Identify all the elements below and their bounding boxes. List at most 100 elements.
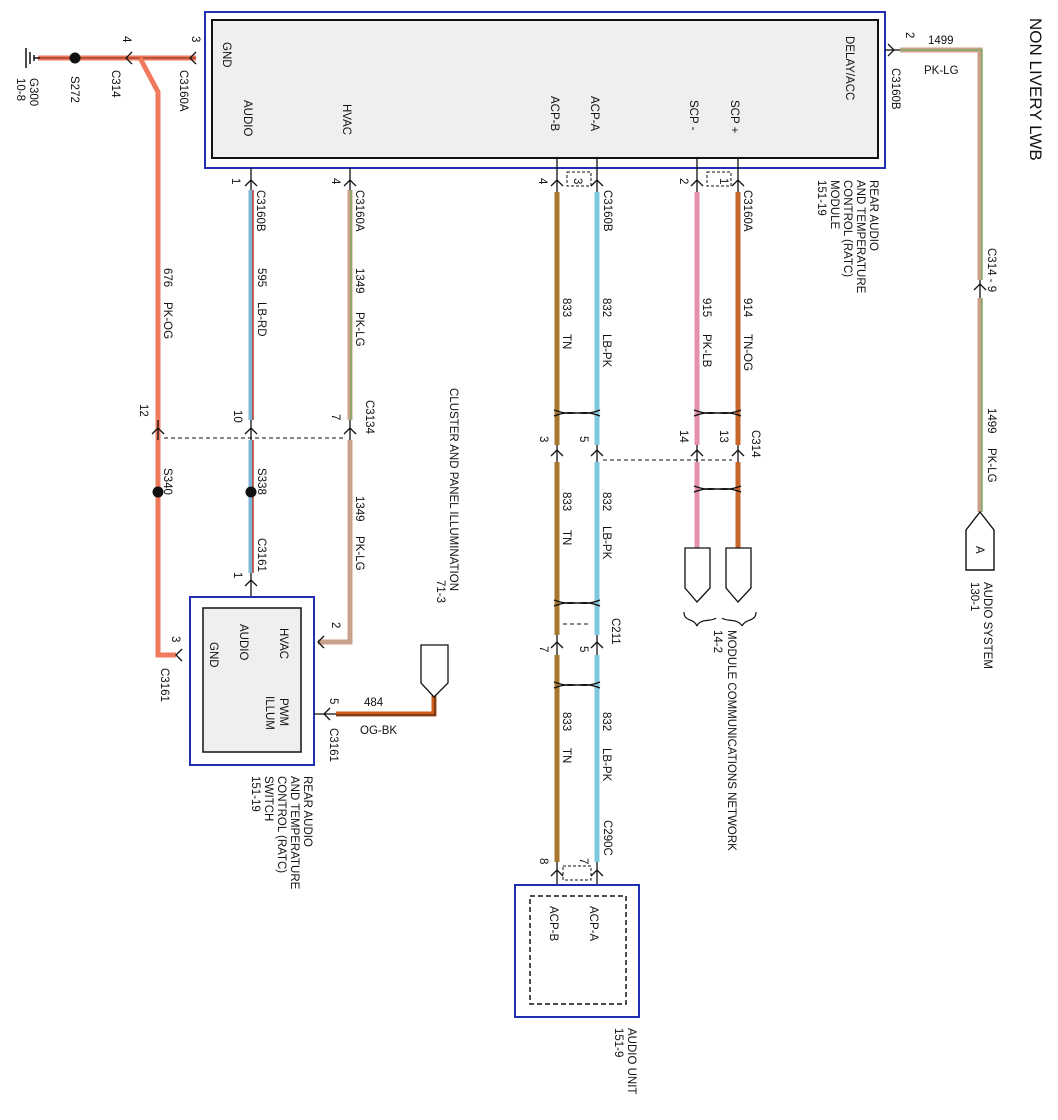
splice-s338: S338 [255,468,267,495]
audio-unit-title: AUDIO UNIT [625,1028,637,1094]
switch-pin-illum: ILLUM [263,696,275,730]
conn-pin-acp-b: 4 [536,178,548,185]
c290c-pin-8: 8 [537,858,549,864]
wire-1349-color: PK-LG [353,312,365,347]
audio-system-ref: 130-1 [968,582,980,611]
wire-832-color-mid: LB-PK [600,526,612,560]
audio-system-ref-icon [965,510,995,571]
wire-1499-color-top: PK-LG [924,65,959,77]
audio-system-letter: A [973,546,985,554]
audio-unit-ref: 151-9 [612,1028,624,1057]
switch-pin-gnd: GND [207,642,219,668]
c314-pin-14: 14 [677,430,689,443]
svg-text:REAR AUDIO: REAR AUDIO [301,776,313,847]
c314-arrows [550,445,745,462]
switch-pwm-pin-num: 5 [327,698,339,704]
wire-676-pk-og [137,56,176,658]
wire-484-circuit: 484 [364,697,384,709]
wire-915-color: PK-LB [700,334,712,368]
ground-connector: C314 [109,70,121,98]
c211-arrows [550,635,604,655]
ground-symbol-icon [25,48,40,68]
switch-gnd-pin-num: 3 [169,636,181,642]
conn-name-acp: C3160B [601,190,613,232]
splice-s272-dot [69,52,81,64]
c3134-pin-7: 7 [329,414,341,420]
ratc-module-name: REAR AUDIO AND TEMPERATURE CONTROL (RATC… [815,180,879,294]
svg-text:REAR AUDIO: REAR AUDIO [867,180,879,251]
mcn-brace-icon [683,611,757,627]
splice-s340: S340 [161,468,173,495]
mcn-ref: 14-2 [711,630,723,653]
svg-text:151-19: 151-19 [815,180,827,216]
ground-ref-page: 10-8 [14,78,26,101]
illumination-ref-icon [420,644,449,698]
wire-832-circuit: 832 [600,298,612,317]
ratc-delay-connector: C3160B [889,68,901,110]
audio-unit-pin-acp-a: ACP-A [587,906,599,941]
audio-unit-body [529,895,627,1005]
c211-connector: C211 [609,618,621,645]
c314-inline: C314 - 9 [985,248,997,292]
switch-pin-pwm: PWM [277,698,289,726]
svg-text:CONTROL (RATC): CONTROL (RATC) [275,776,287,873]
mcn-arrow-right-icon [725,547,752,603]
illumination-ref: 71-3 [434,580,446,603]
splice-s340-dot [152,486,164,498]
wire-832-circuit-mid: 832 [600,492,612,511]
conn-pin-audio: 1 [229,178,241,184]
wire-676-circuit: 676 [161,268,173,287]
ratc-pin-scp-plus: SCP + [728,100,740,134]
wire-1499-circuit-top: 1499 [928,35,954,47]
wire-914-color: TN-OG [741,334,753,371]
c211-pin-7: 7 [537,646,549,652]
conn-pin-scp-plus: 1 [717,178,729,184]
svg-text:MODULE: MODULE [828,180,840,230]
page-title: NON LIVERY LWB [1026,18,1045,161]
switch-body [202,607,302,753]
wire-833-circuit-low: 833 [560,712,572,731]
svg-text:AND TEMPERATURE: AND TEMPERATURE [854,180,866,294]
illumination-title: CLUSTER AND PANEL ILLUMINATION [447,388,459,591]
switch-arrows [175,635,336,721]
wire-832-circuit-low: 832 [600,712,612,731]
c290c-connector: C290C [601,820,613,856]
svg-text:SWITCH: SWITCH [262,776,274,821]
svg-text:151-19: 151-19 [249,776,261,812]
wire-1499-color-lower: PK-LG [985,448,997,483]
switch-pwm-connector: C3161 [327,728,339,762]
wire-1349-circuit-lower: 1349 [353,496,365,522]
c314-pin-13: 13 [717,430,729,443]
wire-484-color: OG-BK [360,725,397,737]
switch-pin-audio: AUDIO [237,624,249,660]
wire-914-circuit: 914 [741,298,753,318]
c3134-arrows [151,420,357,440]
wire-484-og-bk [336,695,437,717]
wire-595-circuit: 595 [255,268,267,287]
switch-pin-hvac: HVAC [277,628,289,659]
ratc-pin-scp-minus: SCP - [687,100,699,131]
switch-gnd-connector: C3161 [158,668,170,702]
ratc-module-body [211,19,879,159]
wire-676-color: PK-OG [161,302,173,339]
wire-1349-color-lower: PK-LG [353,536,365,571]
ratc-pin-audio: AUDIO [241,100,253,136]
ratc-pin-hvac: HVAC [340,104,352,135]
mcn-arrow-left-icon [684,547,711,603]
c3161-mid-connector: C3161 [255,538,267,572]
ratc-pin-delay-acc: DELAY/ACC [843,36,855,100]
conn-name-audio: C3160B [254,190,266,232]
conn-pin-hvac: 4 [329,178,341,185]
conn-name-hvac: C3160A [353,190,365,232]
svg-text:AND TEMPERATURE: AND TEMPERATURE [288,776,300,890]
conn-name-scp: C3160A [741,190,753,232]
switch-name: REAR AUDIO AND TEMPERATURE CONTROL (RATC… [249,776,313,890]
c3161-audio-pin: 1 [231,572,243,578]
ground-ref: G300 [27,78,39,106]
twisted-pair-icons [553,409,742,689]
svg-text:CONTROL (RATC): CONTROL (RATC) [841,180,853,277]
c290c-pin-7: 7 [577,858,589,864]
audio-system-title: AUDIO SYSTEM [981,582,993,669]
wire-832-color: LB-PK [600,334,612,368]
